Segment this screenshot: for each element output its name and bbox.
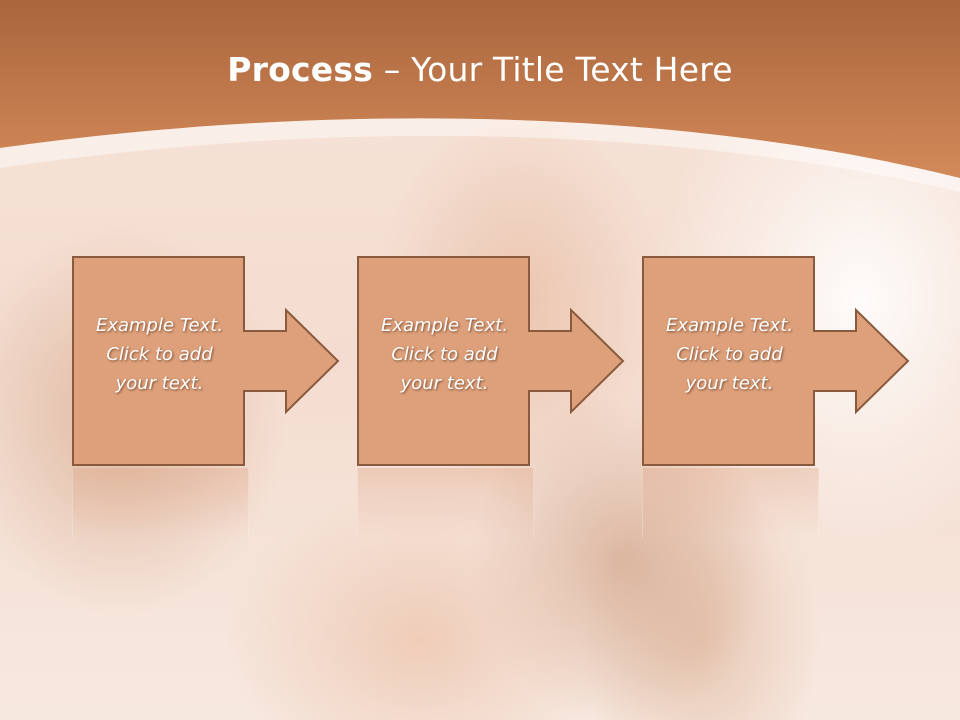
process-step-3[interactable]: Example Text. Click to add your text. [642, 256, 910, 466]
step-arrow-shape [642, 256, 910, 466]
step-arrow-shape [357, 256, 625, 466]
step-reflection [72, 468, 249, 538]
step-arrow-shape [72, 256, 340, 466]
step-text: Example Text. Click to add your text. [95, 315, 224, 394]
step-text: Example Text. Click to add your text. [380, 315, 509, 394]
process-step-1[interactable]: Example Text. Click to add your text. [72, 256, 340, 466]
step-reflection [642, 468, 819, 538]
step-reflection [357, 468, 534, 538]
process-step-2[interactable]: Example Text. Click to add your text. [357, 256, 625, 466]
slide-title[interactable]: Process – Your Title Text Here [0, 50, 960, 89]
title-bold: Process [227, 50, 374, 89]
step-text: Example Text. Click to add your text. [665, 315, 794, 394]
title-rest: – Your Title Text Here [373, 50, 733, 89]
